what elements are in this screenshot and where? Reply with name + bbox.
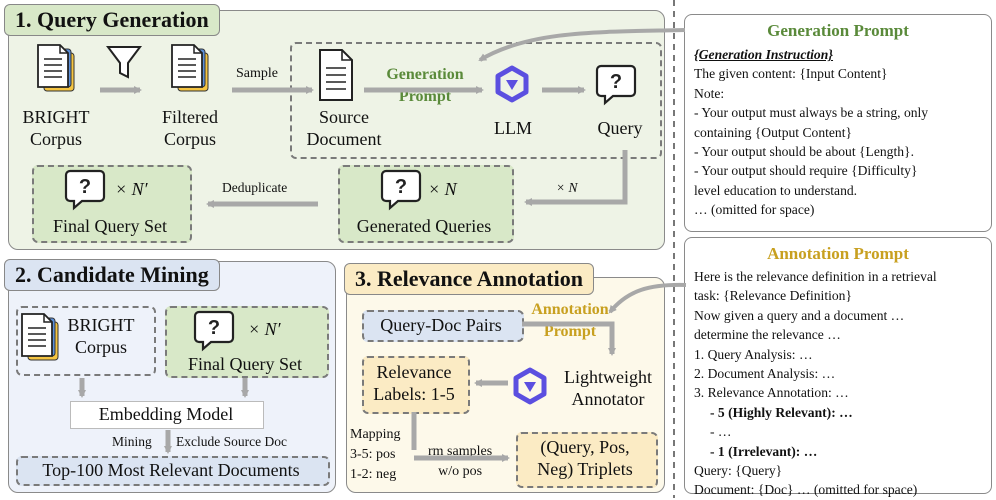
relevance-annotation-title: 3. Relevance Annotation [344,263,594,295]
gp-line-6: - Your output should be about {Length}. [694,144,914,160]
generated-queries-label: Generated Queries [356,216,492,236]
rm-samples-label: rm samples w/o pos [428,444,493,479]
gp-line-3: Note: [694,85,725,101]
annotation-prompt-card: Annotation Prompt Here is the relevance … [684,237,992,497]
generation-prompt-card: Generation Prompt {Generation Instructio… [684,14,992,232]
triplets-label: (Query, Pos, Neg) Triplets [537,437,633,479]
filtered-corpus-label: Filtered Corpus [162,107,218,149]
ap-line-3: Now given a query and a document … [694,307,905,323]
final-query-set-box [32,165,192,243]
relevance-labels-box [362,356,470,414]
gp-line-4: - Your output must always be a string, o… [694,105,929,121]
ap-line-7: 3. Relevance Annotation: … [694,385,849,401]
llm-logo-icon [498,68,526,100]
exclude-source-doc-label: Exclude Source Doc [176,434,287,449]
annotation-prompt-heading: Annotation Prompt [767,244,909,263]
ap-line-8: - 5 (Highly Relevant): … [710,404,853,420]
top100-label: Top-100 Most Relevant Documents [42,460,300,480]
bright-corpus-label-2: BRIGHT Corpus [67,315,135,357]
gp-line-5: containing {Output Content} [694,124,853,140]
final-query-set-label: Final Query Set [53,216,167,236]
ap-line-11: Query: {Query} [694,463,783,479]
ap-line-1: Here is the relevance definition in a re… [694,269,937,284]
final-query-set-icon [64,169,106,210]
annotation-prompt-label: Annotation Prompt [531,301,609,340]
ap-line-12: Document: {Doc} … (omitted for space) [694,482,918,498]
ap-line-9: - … [710,424,732,440]
source-document-icon [319,49,353,101]
generation-prompt-heading: Generation Prompt [767,21,909,40]
embedding-model-box [70,401,264,429]
ap-line-2: task: {Relevance Definition} [694,288,853,304]
query-generation-title: 1. Query Generation [4,4,220,36]
generated-queries-icon [380,169,422,210]
final-query-set-label-2: Final Query Set [188,354,302,374]
bright-corpus-box-2 [16,306,156,376]
final-times-n-2: × N′ [248,319,281,339]
generated-queries-box [338,165,514,243]
source-group [290,42,662,159]
filter-icon [106,46,142,79]
bright-corpus-label: BRIGHT Corpus [22,107,90,149]
gp-line-1: {Generation Instruction} [694,47,834,62]
generated-times-n: × N [428,179,457,199]
annotator-label: Lightweight Annotator [564,367,652,409]
gp-line-2: The given content: {Input Content} [694,66,888,82]
candidate-mining-title: 2. Candidate Mining [4,259,220,291]
query-label: Query [597,118,643,138]
embedding-model-label: Embedding Model [98,404,234,424]
final-query-set-box-2 [165,306,329,378]
triplets-box [516,432,658,488]
generation-prompt-text: {Generation Instruction} The given conte… [685,45,991,220]
query-bubble-icon [595,64,637,105]
bright-corpus-icon [37,44,75,92]
annotation-prompt-text: Here is the relevance definition in a re… [685,267,991,500]
final-query-set-icon-2 [193,310,235,351]
llm-label: LLM [494,118,532,138]
mapping-label: Mapping 3-5: pos 1-2: neg [350,427,401,482]
filtered-corpus-icon [171,44,209,92]
relevance-labels-label: Relevance Labels: 1-5 [373,362,455,404]
bright-corpus-icon-2 [21,313,59,361]
ap-line-6: 2. Document Analysis: … [694,366,836,382]
ap-line-5: 1. Query Analysis: … [694,346,813,362]
annotator-logo-icon [516,370,544,402]
gp-line-7: - Your output should require {Difficulty… [694,163,918,179]
mining-label: Mining [112,434,152,449]
deduplicate-label: Deduplicate [222,180,288,195]
final-times-n: × N′ [115,179,148,199]
ap-line-4: determine the relevance … [694,327,841,343]
top100-box [16,456,330,486]
source-document-label: Source Document [306,107,382,149]
gp-line-8: level education to understand. [694,182,858,198]
gp-line-9: … (omitted for space) [694,202,815,218]
ap-line-10: - 1 (Irrelevant): … [710,443,818,459]
sample-label: Sample [236,66,278,81]
query-doc-pairs-label: Query-Doc Pairs [380,315,502,335]
times-n-arrow-label: × N [556,180,578,195]
